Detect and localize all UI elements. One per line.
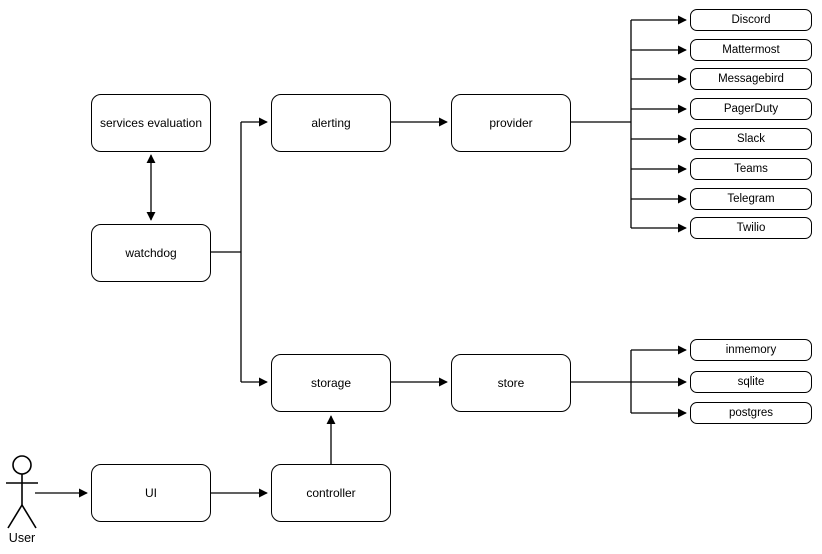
node-controller-label: controller	[306, 486, 356, 500]
user-stick-figure-icon	[6, 455, 38, 529]
node-ui[interactable]: UI	[91, 464, 211, 522]
node-store-postgres-label: postgres	[728, 407, 774, 419]
node-watchdog-label: watchdog	[125, 246, 177, 260]
node-services-evaluation-label: services evaluation	[99, 116, 203, 130]
node-store-inmemory[interactable]: inmemory	[690, 339, 812, 361]
node-provider-label: provider	[489, 116, 533, 130]
node-provider-telegram[interactable]: Telegram	[690, 188, 812, 210]
node-alerting[interactable]: alerting	[271, 94, 391, 152]
node-storage-label: storage	[310, 376, 352, 390]
node-store[interactable]: store	[451, 354, 571, 412]
node-store-sqlite[interactable]: sqlite	[690, 371, 812, 393]
node-controller[interactable]: controller	[271, 464, 391, 522]
node-provider-slack[interactable]: Slack	[690, 128, 812, 150]
node-store-postgres[interactable]: postgres	[690, 402, 812, 424]
node-provider-slack-label: Slack	[736, 133, 766, 145]
node-provider-discord[interactable]: Discord	[690, 9, 812, 31]
node-provider-pagerduty-label: PagerDuty	[723, 103, 779, 115]
node-provider-teams-label: Teams	[734, 163, 768, 175]
node-alerting-label: alerting	[311, 116, 351, 130]
node-provider-messagebird[interactable]: Messagebird	[690, 68, 812, 90]
node-provider-telegram-label: Telegram	[727, 193, 775, 205]
node-store-label: store	[497, 376, 525, 390]
node-services-evaluation[interactable]: services evaluation	[91, 94, 211, 152]
node-provider-mattermost-label: Mattermost	[722, 44, 780, 56]
node-provider[interactable]: provider	[451, 94, 571, 152]
node-storage[interactable]: storage	[271, 354, 391, 412]
node-provider-messagebird-label: Messagebird	[718, 73, 784, 85]
node-watchdog[interactable]: watchdog	[91, 224, 211, 282]
node-provider-discord-label: Discord	[731, 14, 771, 26]
actor-user-label: User	[8, 531, 36, 545]
node-provider-twilio-label: Twilio	[736, 222, 766, 234]
node-store-sqlite-label: sqlite	[737, 376, 765, 388]
node-ui-label: UI	[145, 486, 157, 500]
node-provider-teams[interactable]: Teams	[690, 158, 812, 180]
node-provider-pagerduty[interactable]: PagerDuty	[690, 98, 812, 120]
node-provider-mattermost[interactable]: Mattermost	[690, 39, 812, 61]
node-provider-twilio[interactable]: Twilio	[690, 217, 812, 239]
node-store-inmemory-label: inmemory	[725, 344, 777, 356]
